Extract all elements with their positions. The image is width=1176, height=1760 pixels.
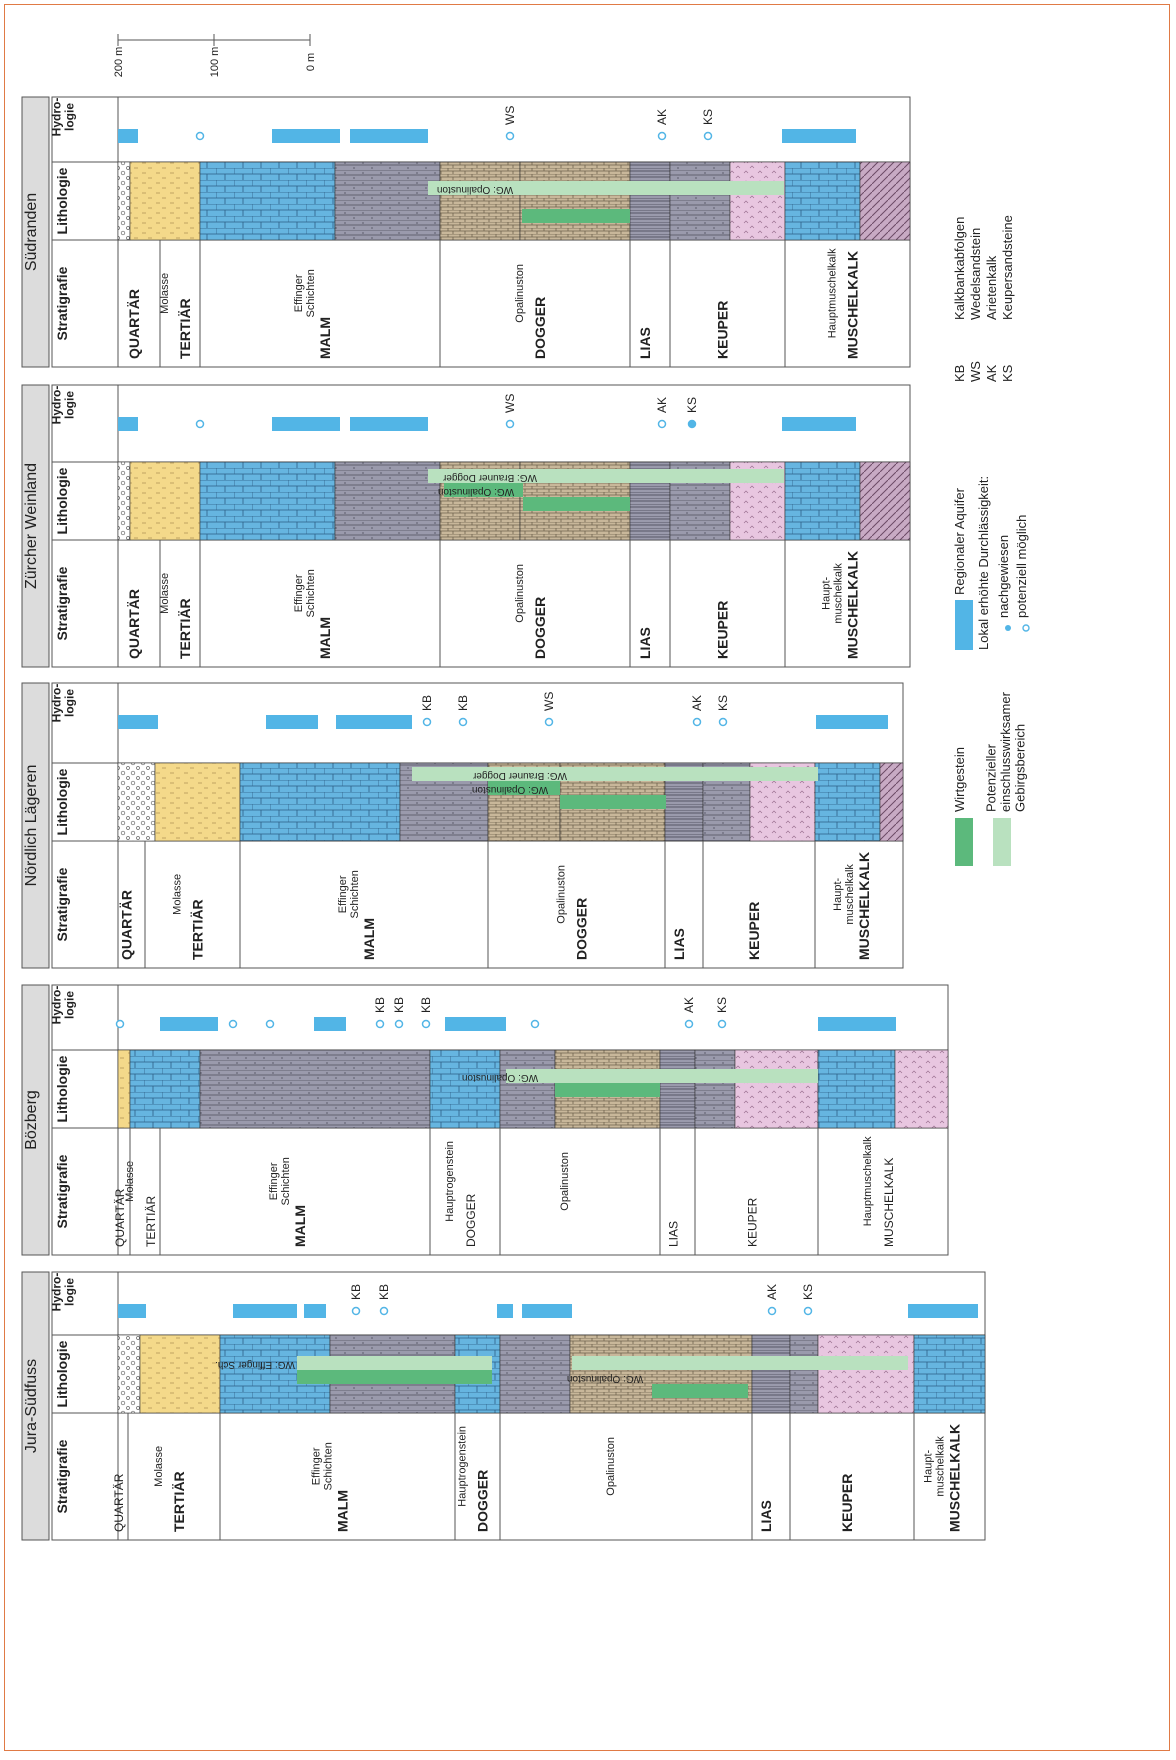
figure-frame — [4, 4, 1170, 1751]
